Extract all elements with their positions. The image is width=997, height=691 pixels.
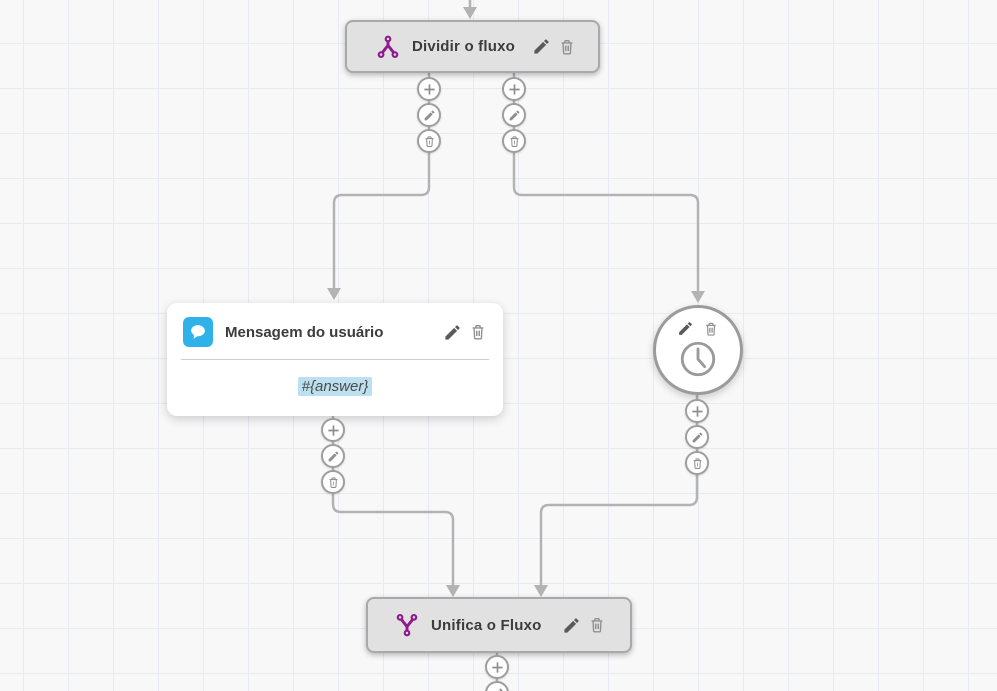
node-timer[interactable] — [653, 305, 743, 395]
clock-icon — [677, 338, 719, 380]
split-flow-icon — [375, 34, 401, 60]
delete-connector-button[interactable] — [321, 470, 345, 494]
delete-connector-button[interactable] — [685, 451, 709, 475]
trash-icon[interactable] — [469, 323, 487, 341]
delete-connector-button[interactable] — [417, 129, 441, 153]
edit-pencil-icon[interactable] — [443, 323, 462, 342]
edit-connector-button[interactable] — [417, 103, 441, 127]
edit-connector-button[interactable] — [502, 103, 526, 127]
node-user-message[interactable]: Mensagem do usuário #{answer} — [167, 303, 503, 416]
trash-icon[interactable] — [703, 321, 719, 337]
card-divider — [181, 359, 489, 360]
node-title: Dividir o fluxo — [412, 38, 516, 55]
edit-pencil-icon[interactable] — [562, 616, 581, 635]
add-node-button[interactable] — [502, 77, 526, 101]
add-node-button[interactable] — [485, 655, 509, 679]
trash-icon[interactable] — [558, 38, 576, 56]
edit-connector-button[interactable] — [685, 425, 709, 449]
edit-pencil-icon[interactable] — [532, 37, 551, 56]
node-merge-flow[interactable]: Unifica o Fluxo — [366, 597, 632, 653]
delete-connector-button[interactable] — [502, 129, 526, 153]
add-node-button[interactable] — [321, 418, 345, 442]
node-title: Unifica o Fluxo — [431, 616, 542, 634]
add-node-button[interactable] — [417, 77, 441, 101]
edit-pencil-icon[interactable] — [677, 320, 694, 337]
merge-flow-icon — [394, 612, 420, 638]
node-divide-flow[interactable]: Dividir o fluxo — [345, 20, 600, 73]
message-variable: #{answer} — [297, 376, 373, 396]
edit-connector-button[interactable] — [321, 444, 345, 468]
add-node-button[interactable] — [685, 399, 709, 423]
chat-bubble-icon — [183, 317, 213, 347]
node-title: Mensagem do usuário — [225, 323, 384, 341]
trash-icon[interactable] — [588, 616, 606, 634]
